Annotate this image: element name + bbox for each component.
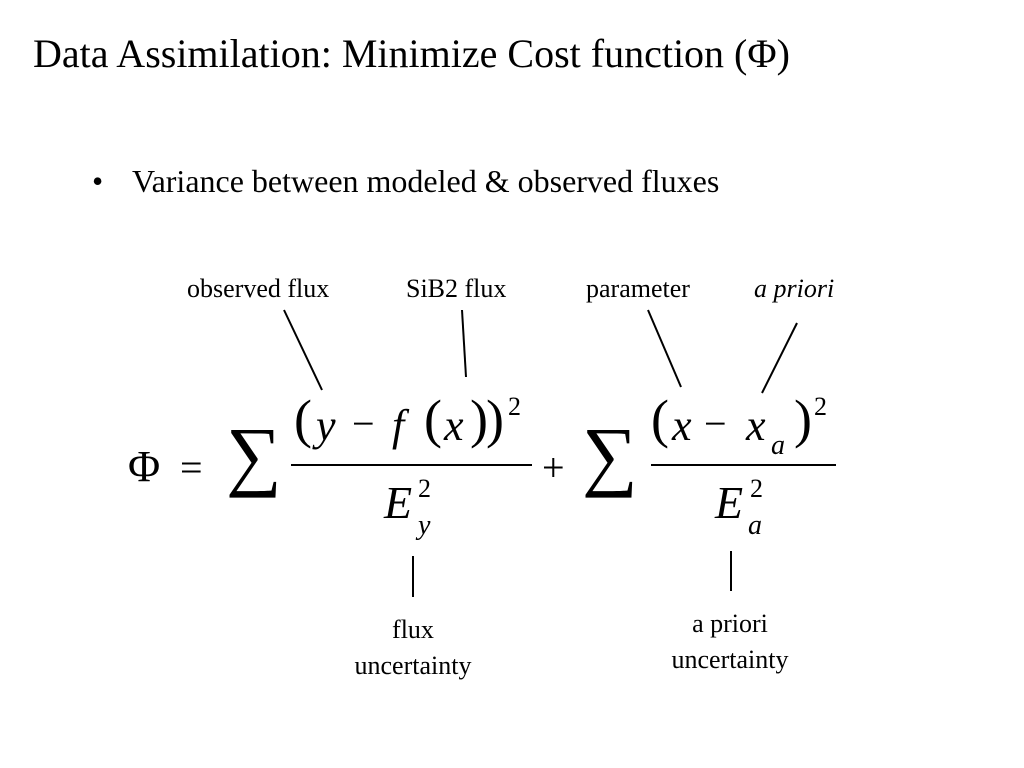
label-a-priori: a priori [754,274,835,303]
minus-sign-2: − [704,401,727,446]
bullet-item: • Variance between modeled & observed flu… [92,163,719,200]
pointer-parameter [647,309,682,388]
var-x-2: x [672,401,692,450]
label-flux-uncertainty: flux uncertainty [333,612,493,684]
var-y: y [316,401,336,450]
exponent-2-den-1: 2 [418,474,431,503]
subscript-y: y [418,510,431,541]
pointer-a-priori [761,322,798,394]
equals-sign: = [180,445,203,490]
label-observed-flux: observed flux [187,274,330,303]
pointer-sib2-flux [461,309,467,378]
label-flux-uncertainty-line1: flux [392,615,434,644]
paren-close-2: ) [794,389,812,449]
var-e-y: E [384,477,413,528]
paren-open-inner: ( [424,389,442,449]
var-e-a: E [715,477,744,528]
label-apriori-uncertainty-line2: uncertainty [671,645,789,674]
pointer-observed-flux [283,309,323,391]
plus-sign: + [542,445,565,490]
label-sib2-flux: SiB2 flux [406,274,507,303]
paren-close-inner: ) [470,389,488,449]
sum-symbol-1: ∑ [226,411,282,498]
exponent-2-den-2: 2 [750,474,763,503]
label-apriori-uncertainty-line1: a priori [692,609,768,638]
paren-close-outer-1: ) [486,389,504,449]
sum-symbol-2: ∑ [582,411,638,498]
var-x-1: x [444,401,464,450]
minus-sign-1: − [352,401,375,446]
label-parameter: parameter [586,274,690,303]
subscript-a-1: a [771,430,785,461]
phi-symbol: Φ [128,442,161,491]
slide-title: Data Assimilation: Minimize Cost functio… [33,31,790,76]
exponent-2-num-1: 2 [508,392,521,421]
exponent-2-num-2: 2 [814,392,827,421]
paren-open-outer-1: ( [294,389,312,449]
func-f: f [392,401,405,450]
bullet-text: Variance between modeled & observed flux… [132,163,720,199]
label-flux-uncertainty-line2: uncertainty [354,651,472,680]
paren-open-2: ( [651,389,669,449]
bullet-marker: • [92,163,104,199]
var-x-a: x [746,401,766,450]
subscript-a-2: a [748,510,762,541]
label-apriori-uncertainty: a priori uncertainty [650,606,810,678]
